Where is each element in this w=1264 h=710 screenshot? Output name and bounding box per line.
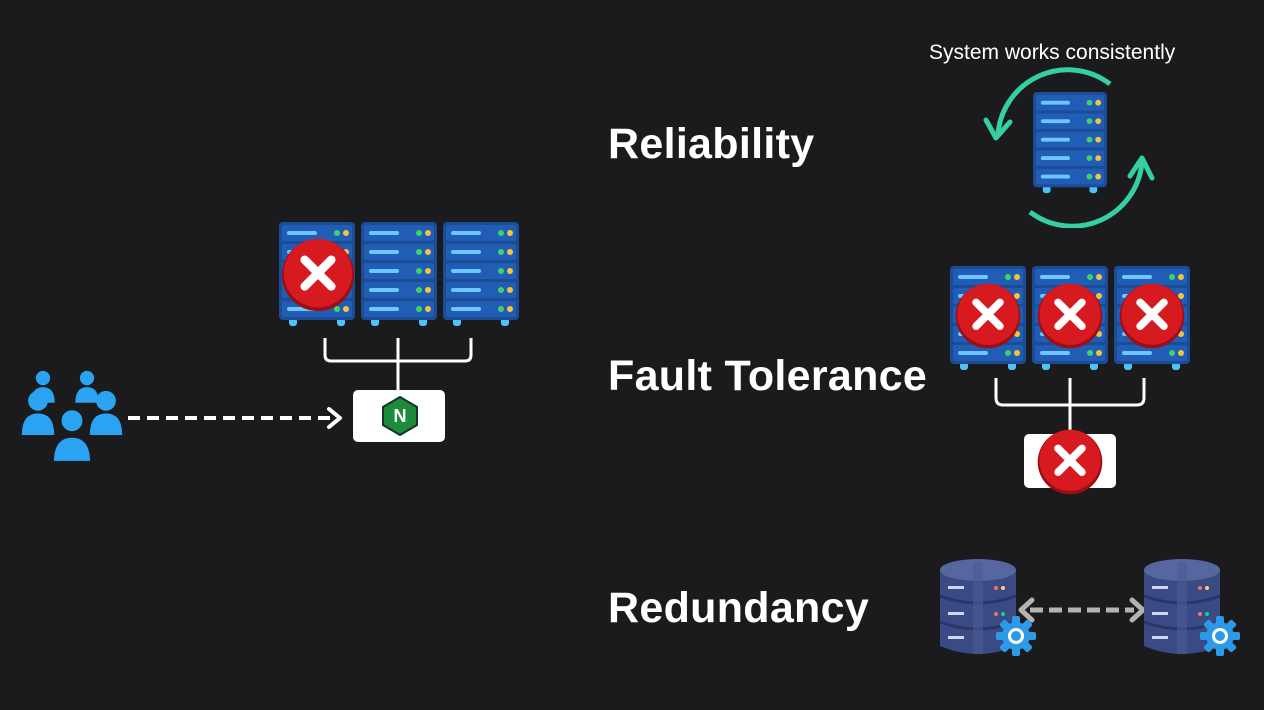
server-rack-icon (1033, 92, 1107, 197)
database-gear-icon (1142, 558, 1242, 658)
x-circle-icon (280, 237, 356, 313)
x-circle-icon (1036, 282, 1104, 350)
ft-server-bracket (988, 374, 1152, 436)
reliability-caption: System works consistently (929, 41, 1176, 64)
nginx-letter: N (393, 406, 407, 426)
reliability-heading: Reliability (608, 120, 815, 168)
sync-arrow (1018, 597, 1146, 623)
server-rack-icon (443, 222, 519, 330)
nginx-icon (382, 396, 418, 436)
refresh-cycle-icon (982, 66, 1158, 228)
server-bracket (318, 330, 478, 390)
redundancy-heading: Redundancy (608, 584, 870, 632)
x-circle-icon (954, 282, 1022, 350)
load-balancer-box: N (353, 390, 445, 442)
x-circle-icon (1036, 428, 1104, 496)
server-rack-icon (361, 222, 437, 330)
request-arrow (126, 405, 348, 431)
fault-tolerance-heading: Fault Tolerance (608, 352, 928, 400)
x-circle-icon (1118, 282, 1186, 350)
users-group-icon (18, 370, 126, 468)
